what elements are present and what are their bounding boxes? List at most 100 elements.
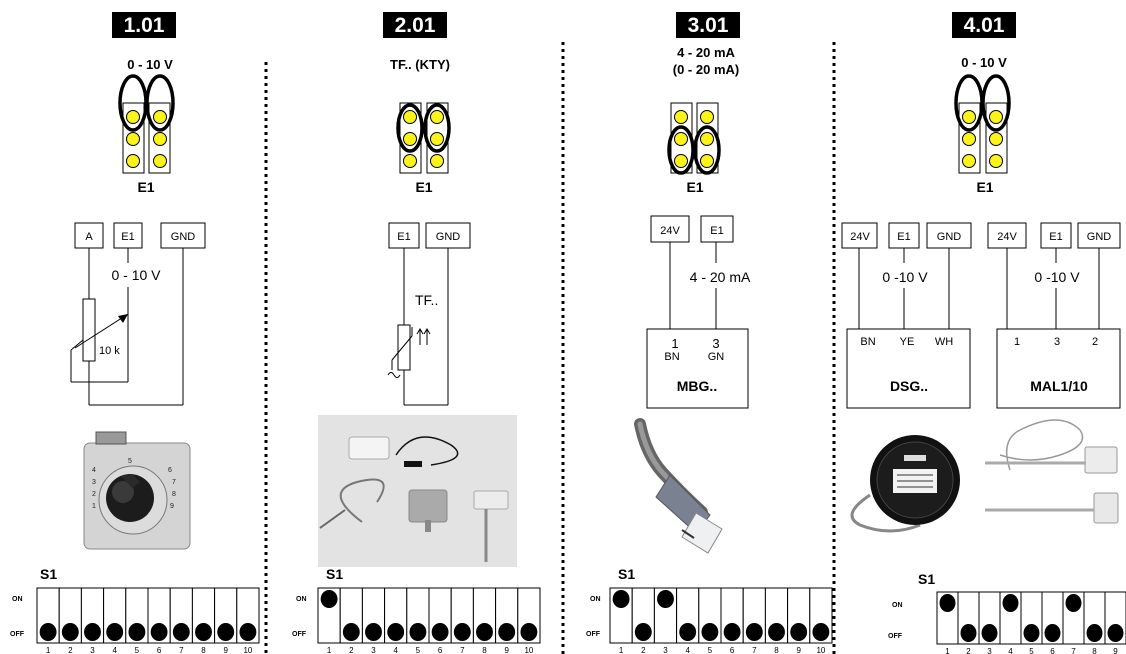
dip-switch-number: 3 — [90, 646, 95, 654]
dip-switch-knob-off — [960, 624, 977, 642]
dip-switch-number: 7 — [460, 646, 465, 654]
terminal-label: A — [85, 231, 93, 243]
pin-label: 1 — [671, 336, 678, 351]
dip-switch-number: 2 — [68, 646, 73, 654]
dip-switch-knob-off — [195, 623, 212, 641]
dip-switch-number: 1 — [619, 646, 624, 654]
jumper-loop — [693, 125, 721, 175]
terminal-label: GND — [436, 231, 461, 243]
dip-switch-number: 9 — [223, 646, 228, 654]
air-quality-transmitter-photo — [985, 419, 1119, 524]
wire-color-label: BN — [664, 351, 679, 363]
dip-switch-knob-off — [1023, 624, 1040, 642]
dip-switch-knob-off — [520, 623, 538, 641]
switch-label: S1 — [618, 566, 635, 582]
dip-switch-knob-off — [39, 623, 57, 641]
component-label: TF.. — [415, 292, 438, 308]
dip-switch-number: 5 — [135, 646, 140, 654]
signal-type-label: 0 - 10 V — [127, 57, 173, 72]
dip-switch-knob-off — [342, 623, 360, 641]
dip-switch-knob-off — [431, 623, 449, 641]
signal-type-label: 0 - 10 V — [961, 55, 1007, 70]
switch-off-label: OFF — [888, 633, 903, 640]
jumper-pin — [700, 110, 714, 124]
device-label: MBG.. — [677, 378, 717, 394]
circuit-diagram — [646, 215, 749, 409]
jumper-pin — [674, 132, 688, 146]
jumper-pin — [126, 154, 140, 168]
dip-switch-number: 2 — [349, 646, 354, 654]
jumper-pin — [153, 132, 167, 146]
dip-switch-knob-off — [365, 623, 382, 641]
circuit-diagram — [387, 222, 471, 406]
jumper-pin — [430, 132, 444, 146]
input-label: E1 — [976, 179, 993, 195]
jumper-block — [118, 74, 175, 174]
switch-off-label: OFF — [292, 631, 307, 638]
terminal-label: E1 — [710, 225, 723, 237]
switch-on-label: ON — [12, 596, 23, 603]
dip-switch-knob-off — [172, 623, 190, 641]
dip-switch-knob-off — [745, 623, 763, 641]
circuit-diagram — [70, 222, 206, 406]
device-label: MAL1/10 — [1030, 378, 1088, 394]
jumper-loop — [423, 103, 451, 153]
terminal-label: GND — [171, 231, 196, 243]
pin-label: 3 — [1054, 336, 1060, 348]
device-label: DSG.. — [890, 378, 928, 394]
dip-switch-knob-off — [150, 623, 168, 641]
switch-on-label: ON — [296, 596, 307, 603]
dip-switch-number: 10 — [524, 646, 533, 654]
svg-text:8: 8 — [172, 491, 176, 498]
dip-switch-number: 8 — [482, 646, 487, 654]
dip-switch-number: 3 — [371, 646, 376, 654]
dip-switch-number: 5 — [1029, 647, 1034, 654]
dip-switch-knob-on — [612, 590, 630, 608]
jumper-pin — [700, 132, 714, 146]
svg-text:9: 9 — [170, 503, 174, 510]
dip-switch-number: 2 — [966, 647, 971, 654]
dip-switch-number: 7 — [1071, 647, 1076, 654]
jumper-block — [667, 102, 721, 175]
terminal-label: E1 — [897, 231, 910, 243]
dip-switch-knob-off — [61, 623, 79, 641]
jumper-pin — [962, 132, 976, 146]
signal-label: 0 - 10 V — [111, 267, 161, 283]
dip-switch-knob-off — [1107, 624, 1124, 642]
dip-switch-number: 1 — [46, 646, 51, 654]
signal-label: 0 -10 V — [882, 269, 928, 285]
dip-switch-knob-off — [84, 623, 101, 641]
jumper-loop — [396, 103, 424, 153]
jumper-loop — [981, 74, 1011, 132]
dip-switch-knob-off — [409, 623, 427, 641]
wire-color-label: GN — [708, 351, 725, 363]
terminal-label: GND — [1087, 231, 1112, 243]
jumper-pin — [674, 154, 688, 168]
panel-number: 3.01 — [688, 14, 729, 37]
jumper-loop — [145, 74, 175, 132]
panel-2: 2.01 TF.. (KTY) E1 — [292, 12, 541, 654]
dip-switch-knob-on — [939, 594, 956, 612]
circuit-diagram-dsg — [841, 222, 972, 409]
panel-number-badge — [112, 12, 176, 38]
svg-text:4: 4 — [92, 467, 96, 474]
jumper-pin — [403, 154, 417, 168]
jumper-pin — [700, 154, 714, 168]
potentiometer-photo: 43 21 67 89 5 — [83, 431, 191, 550]
jumper-pin — [430, 154, 444, 168]
dip-switch-number: 9 — [796, 646, 801, 654]
panel-number-badge — [383, 12, 447, 38]
dip-switch-number: 6 — [730, 646, 735, 654]
dip-switch-number: 6 — [1050, 647, 1055, 654]
jumper-block — [396, 102, 451, 174]
jumper-pin — [126, 110, 140, 124]
dip-switch-number: 9 — [1113, 647, 1118, 654]
switch-on-label: ON — [892, 602, 903, 609]
terminal-label: E1 — [397, 231, 410, 243]
switch-off-label: OFF — [10, 631, 25, 638]
panel-4: 4.01 0 - 10 V E1 24V E1 GND — [841, 12, 1126, 654]
dip-switch-number: 8 — [1092, 647, 1097, 654]
